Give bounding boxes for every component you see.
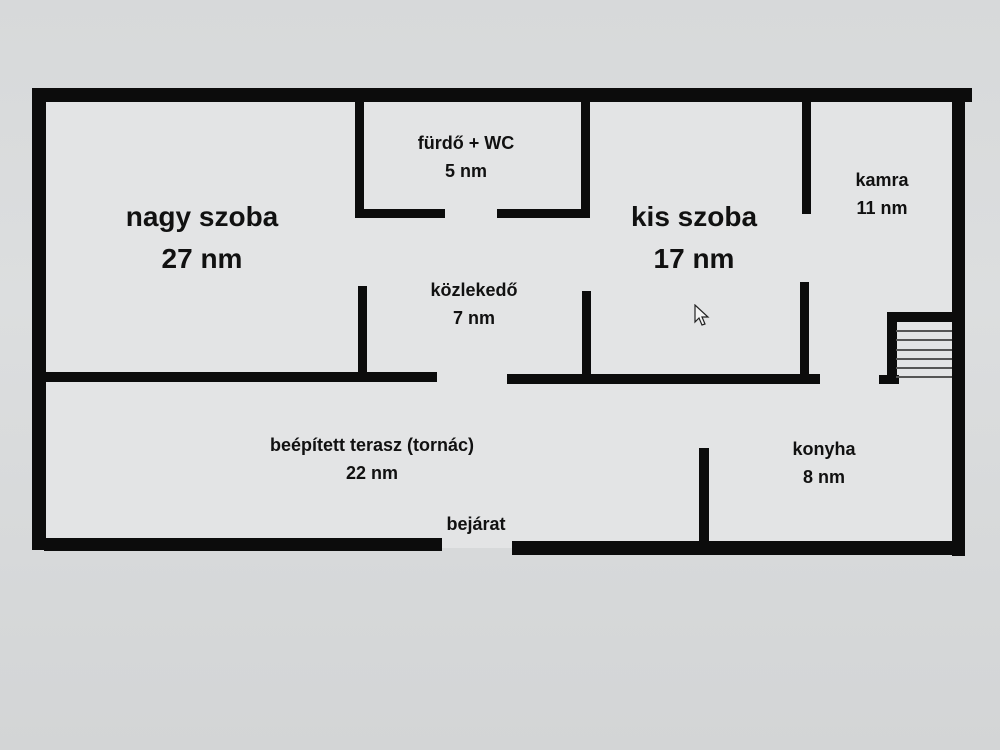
room-area: 11 nm (856, 197, 908, 218)
room-kis-szoba: kis szoba 17 nm (631, 196, 757, 280)
wall-furdo-bottom-left (355, 209, 445, 218)
wall-stair-top (887, 312, 955, 322)
room-area: 7 nm (452, 307, 495, 328)
wall-terasz-konyha (699, 448, 709, 546)
room-name: kamra (855, 170, 909, 190)
room-area: 5 nm (444, 160, 487, 181)
wall-nagy-kozlekedo (358, 286, 367, 378)
wall-kis-kamra-top (802, 96, 811, 214)
room-terasz: beépített terasz (tornác) 22 nm (270, 432, 474, 488)
outer-wall-bottom-left (44, 538, 442, 551)
outer-wall-right (952, 88, 965, 556)
room-nagy-szoba: nagy szoba 27 nm (126, 196, 278, 280)
entrance-label: bejárat (446, 514, 506, 534)
wall-mid-right (507, 374, 820, 384)
wall-furdo-kis (581, 96, 590, 218)
room-area: 22 nm (345, 462, 399, 483)
room-name: fürdő + WC (417, 133, 515, 153)
outer-wall-bottom-right (512, 541, 962, 555)
stairs-icon (896, 322, 952, 380)
room-kozlekedo: közlekedő 7 nm (430, 277, 517, 333)
wall-stair-left (887, 312, 897, 384)
room-name: beépített terasz (tornác) (269, 435, 475, 455)
room-area: 8 nm (802, 466, 845, 487)
wall-kozlekedo-kis (582, 291, 591, 377)
room-furdo-wc: fürdő + WC 5 nm (418, 130, 515, 186)
mouse-pointer-icon (694, 304, 710, 326)
room-kamra: kamra 11 nm (855, 167, 908, 223)
wall-mid-left (44, 372, 437, 382)
wall-kis-kamra-bottom (800, 282, 809, 378)
room-area: 17 nm (653, 243, 735, 274)
room-name: kis szoba (630, 201, 758, 232)
outer-wall-top (32, 88, 972, 102)
outer-wall-left (32, 88, 46, 550)
room-konyha: konyha 8 nm (792, 436, 855, 492)
room-name: közlekedő (430, 280, 518, 300)
room-area: 27 nm (161, 243, 243, 274)
wall-furdo-bottom-right (497, 209, 589, 218)
wall-nagy-furdo (355, 96, 364, 216)
room-name: nagy szoba (125, 201, 279, 232)
room-name: konyha (792, 439, 856, 459)
